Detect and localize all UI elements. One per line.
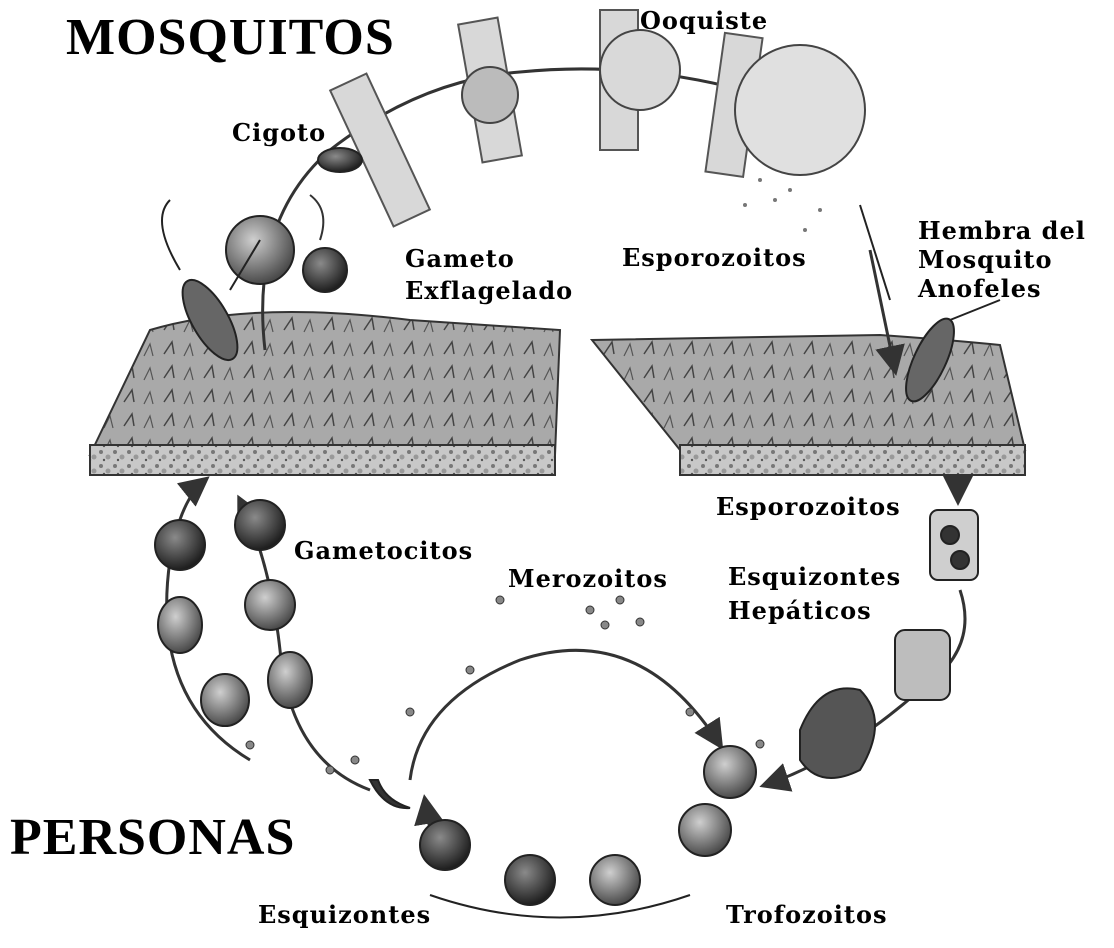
midgut-wall-segments xyxy=(330,10,762,226)
label-hepatic-schizonts: Esquizontes Hepáticos xyxy=(728,560,901,628)
zygote-and-gametes xyxy=(226,148,362,292)
label-sporozoites-mosquito: Esporozoitos xyxy=(622,243,807,272)
label-gamete-line2: Exflagelado xyxy=(405,275,573,307)
gametocyte-chain-right xyxy=(235,500,312,708)
left-skin-slab xyxy=(90,312,560,475)
hepatic-schizonts xyxy=(800,510,978,778)
label-trophozoites: Trofozoitos xyxy=(726,900,887,929)
merozoite-dots xyxy=(246,596,764,774)
erythrocytic-cells xyxy=(420,746,756,918)
label-female-line2: Mosquito xyxy=(918,245,1086,274)
section-title-people: PERSONAS xyxy=(10,808,295,867)
label-schizonts: Esquizontes xyxy=(258,900,431,929)
section-title-mosquitoes: MOSQUITOS xyxy=(66,8,395,67)
gametocyte-chain-left xyxy=(155,520,249,726)
label-zygote: Cigoto xyxy=(232,118,326,147)
label-hepatic-line1: Esquizontes xyxy=(728,560,901,594)
label-female-line3: Anofeles xyxy=(918,274,1086,303)
blood-cycle-arc xyxy=(410,650,720,780)
label-female-anopheles: Hembra del Mosquito Anofeles xyxy=(918,216,1086,303)
label-gamete-line1: Gameto xyxy=(405,243,573,275)
label-gametocytes: Gametocitos xyxy=(294,536,473,565)
right-skin-slab xyxy=(592,335,1025,475)
label-exflagellated-gamete: Gameto Exflagelado xyxy=(405,243,573,307)
label-sporozoites-human: Esporozoitos xyxy=(716,492,901,521)
ruptured-cell-crescent xyxy=(370,780,410,808)
label-merozoites: Merozoitos xyxy=(508,564,668,593)
label-oocyst: Ooquiste xyxy=(640,6,768,35)
label-hepatic-line2: Hepáticos xyxy=(728,594,901,628)
sporozoite-spray xyxy=(743,178,822,232)
label-female-line1: Hembra del xyxy=(918,216,1086,245)
